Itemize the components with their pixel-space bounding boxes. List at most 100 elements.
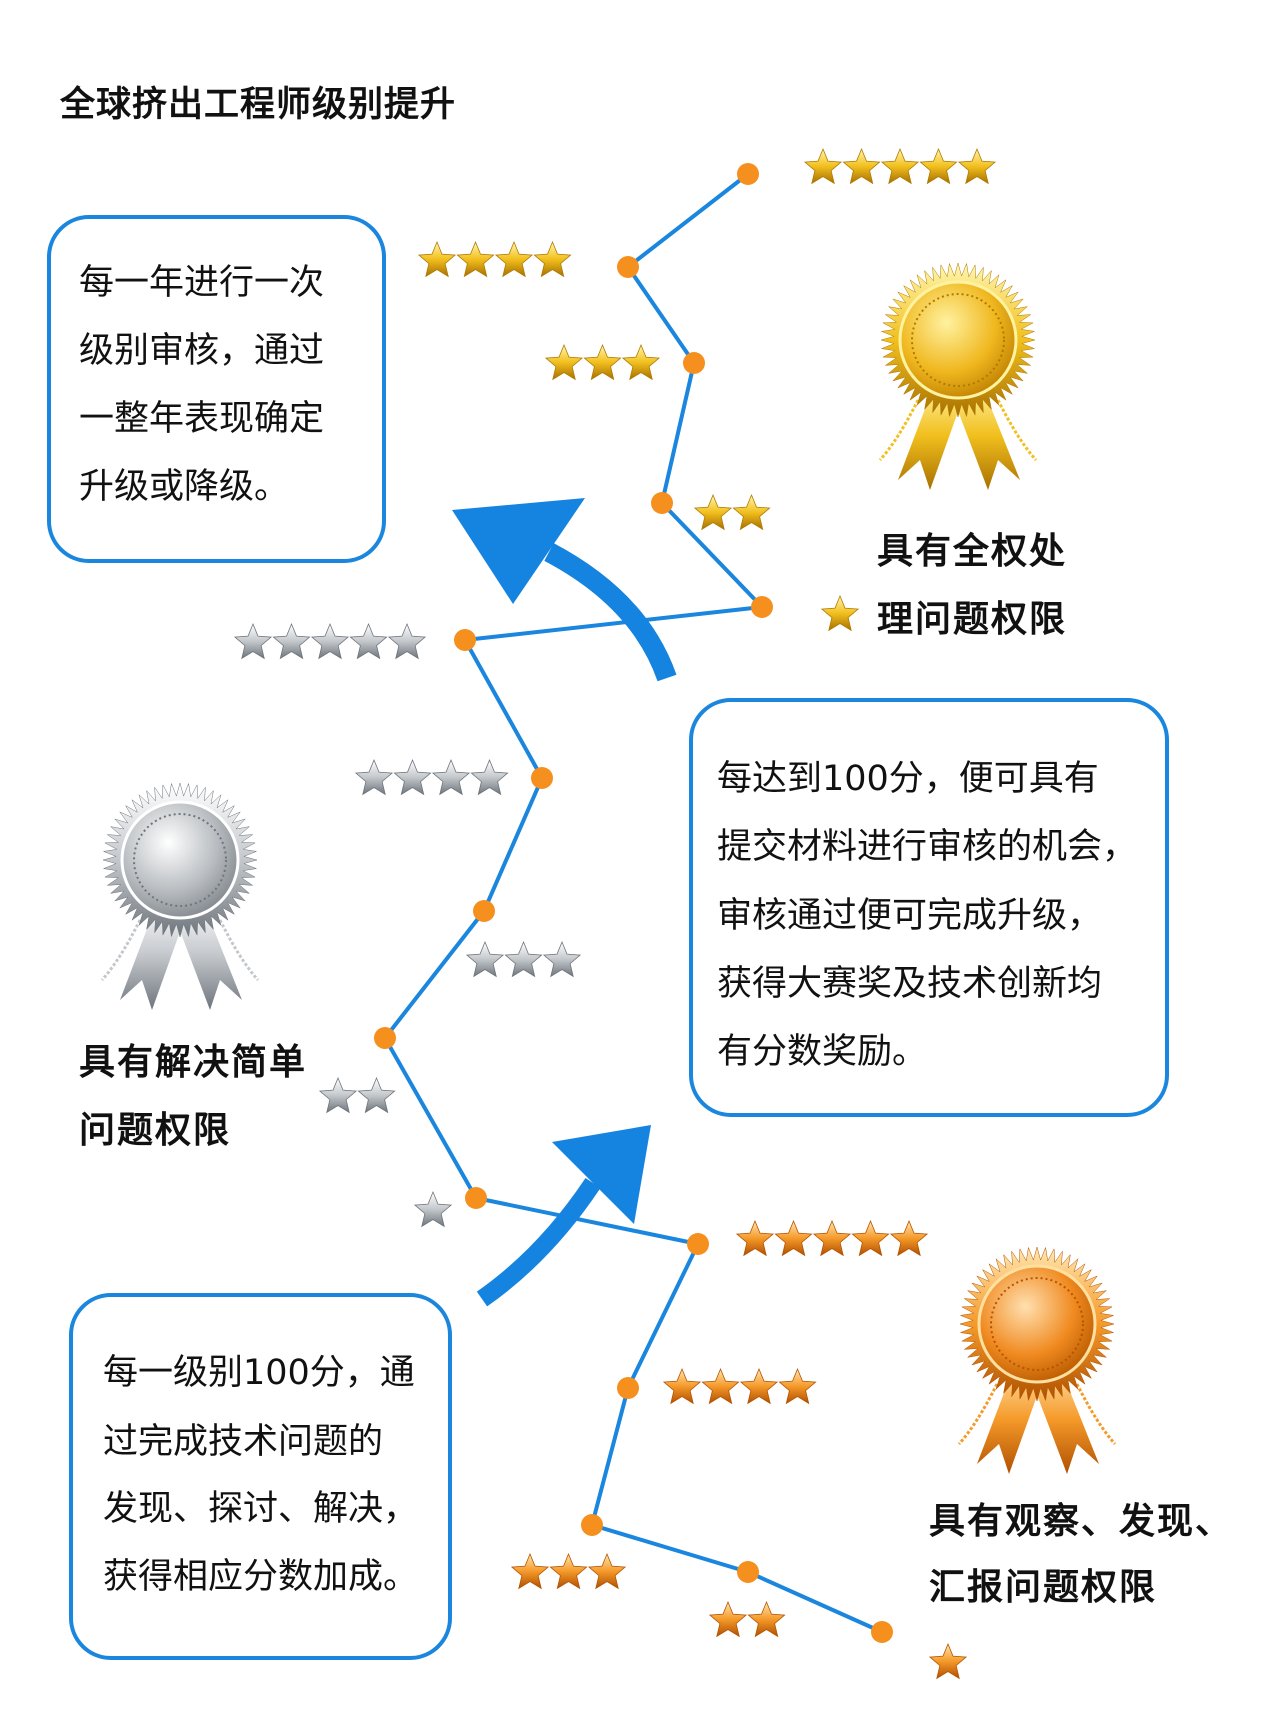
star-icon (310, 622, 350, 660)
star-icon (778, 1367, 817, 1405)
arrow-head-icon (452, 498, 585, 604)
path-segment (383, 1037, 478, 1199)
laurel-right (218, 919, 260, 982)
box-text-line: 一整年表现确定 (79, 399, 325, 439)
annual-review-box: 每一年进行一次 级别审核，通过 一整年表现确定 升级或降级。 (47, 215, 386, 563)
box-text-line: 提交材料进行审核的机会， (717, 827, 1138, 867)
level-node (737, 1561, 759, 1583)
silver-medal-icon (100, 782, 260, 1010)
laurel-left (100, 919, 142, 982)
star-icon (542, 940, 582, 978)
path-segment (660, 501, 764, 609)
star-icon (431, 758, 471, 796)
star-icon (318, 1076, 358, 1114)
star-icon (349, 622, 388, 660)
laurel-right (1075, 1383, 1117, 1446)
star-icon (732, 493, 771, 531)
box-text-line: 级别审核，通过 (79, 331, 325, 371)
star-icon (957, 147, 997, 185)
path-segment (626, 172, 750, 269)
ribbon-right (952, 380, 1020, 490)
star-icon (533, 240, 572, 278)
label-line: 具有观察、发现、 (929, 1501, 1234, 1542)
path-segment (475, 1196, 699, 1246)
label-line: 具有解决简单 (79, 1042, 308, 1083)
medal-ring (133, 813, 227, 907)
level-node (454, 629, 476, 651)
star-icon (456, 240, 495, 278)
star-icon (621, 343, 661, 381)
star-icon (387, 622, 427, 660)
star-icon (393, 758, 432, 796)
box-text-line: 每达到100分，便可具有 (717, 759, 1099, 799)
box-text-line: 每一年进行一次 (79, 263, 325, 303)
star-icon (880, 147, 920, 185)
star-icon (494, 240, 534, 278)
level-node (687, 1233, 709, 1255)
ribbon-left (898, 380, 964, 490)
page-title: 全球挤出工程师级别提升 (60, 85, 457, 125)
ribbon-right (174, 900, 242, 1010)
level-node (617, 1377, 639, 1399)
box-text-line: 过完成技术问题的 (103, 1422, 384, 1462)
star-icon (662, 1367, 702, 1405)
star-icon (708, 1600, 748, 1638)
level-node (473, 900, 495, 922)
star-icon (919, 147, 958, 185)
bronze-medal-icon (957, 1246, 1117, 1474)
laurel-left (878, 399, 920, 462)
star-icon (549, 1552, 588, 1590)
path-segment (626, 265, 696, 365)
star-icon (851, 1219, 890, 1257)
gold-permission-label: 具有全权处 理问题权限 (877, 532, 1067, 640)
path-segment (660, 362, 696, 504)
level-node (465, 1187, 487, 1209)
path-segment (383, 909, 486, 1040)
star-icon (889, 1219, 929, 1257)
star-icon (693, 493, 733, 531)
path-segment (626, 1243, 700, 1389)
ribbon-right (1031, 1364, 1099, 1474)
star-icon (747, 1600, 786, 1638)
star-icon (928, 1642, 968, 1680)
star-icon (739, 1367, 779, 1405)
bronze-permission-label: 具有观察、发现、 汇报问题权限 (929, 1502, 1233, 1608)
label-line: 汇报问题权限 (929, 1567, 1158, 1608)
star-icon (820, 594, 860, 632)
label-line: 问题权限 (79, 1110, 232, 1151)
star-icon (774, 1219, 813, 1257)
star-icon (272, 622, 311, 660)
star-icon (510, 1552, 550, 1590)
level-points-box: 每一级别100分，通 过完成技术问题的 发现、探讨、解决， 获得相应分数加成。 (69, 1293, 452, 1660)
arrow-shaft (544, 543, 677, 682)
box-text-line: 获得相应分数加成。 (103, 1557, 419, 1597)
arrow-shaft (476, 1178, 601, 1307)
star-icon (357, 1076, 396, 1114)
box-text-line: 有分数奖励。 (717, 1032, 928, 1072)
level-node (374, 1027, 396, 1049)
box-text-line: 发现、探讨、解决， (103, 1489, 419, 1529)
star-icon (812, 1219, 852, 1257)
star-icon (417, 240, 457, 278)
medal-disc (977, 1264, 1097, 1384)
gold-medal-icon (878, 262, 1038, 490)
silver-permission-label: 具有解决简单 问题权限 (79, 1043, 307, 1151)
medal-disc (898, 280, 1018, 400)
box-text-line: 审核通过便可完成升级， (717, 896, 1103, 936)
star-icon (504, 940, 543, 978)
star-icon (842, 147, 881, 185)
star-icon (803, 147, 843, 185)
path-segment (482, 777, 544, 912)
arrow-head-icon (552, 1125, 651, 1224)
label-line: 具有全权处 (877, 531, 1068, 572)
laurel-left (957, 1383, 999, 1446)
star-icon (465, 940, 505, 978)
path-segment (590, 1387, 630, 1526)
ribbon-left (977, 1364, 1043, 1474)
box-text-line: 每一级别100分，通 (103, 1353, 415, 1393)
points-review-box: 每达到100分，便可具有 提交材料进行审核的机会， 审核通过便可完成升级， 获得… (689, 698, 1169, 1117)
star-icon (233, 622, 273, 660)
level-node (683, 352, 705, 374)
level-node (871, 1621, 893, 1643)
star-icon (470, 758, 509, 796)
